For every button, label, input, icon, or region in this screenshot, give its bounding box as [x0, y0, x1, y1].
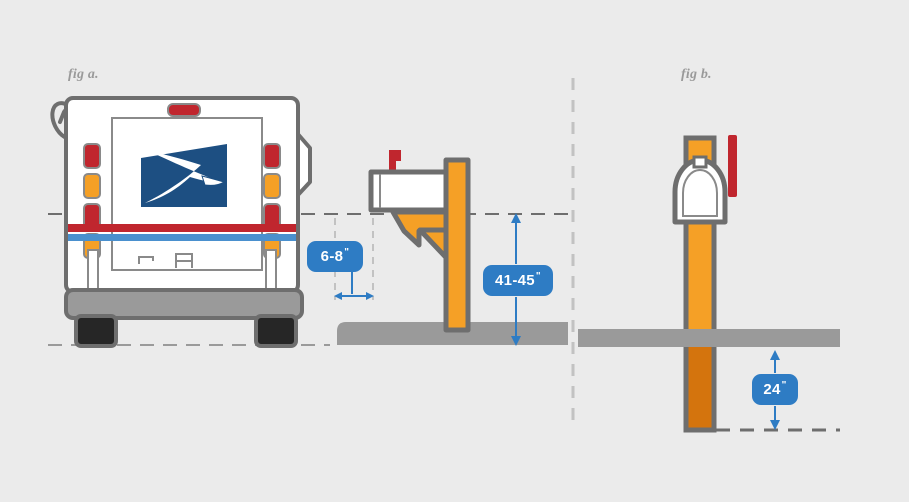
inch-mark: " — [781, 380, 787, 391]
arrowhead-down — [770, 420, 780, 430]
mailbox-door-fig-b — [682, 169, 718, 217]
curbside-mailbox-side-view — [337, 150, 568, 345]
usps-eagle-logo — [141, 144, 227, 207]
truck-stripe-blue — [68, 234, 296, 241]
roadway-slab-fig-b — [578, 329, 840, 347]
dimension-value: 41-45 — [495, 272, 535, 289]
arrowhead-left — [334, 292, 342, 300]
logo-eagle-head — [201, 175, 226, 186]
dimension-24-inches — [770, 350, 780, 430]
truck-stripe-red — [68, 224, 296, 232]
arrowhead-up — [511, 213, 521, 223]
truck-door-handle-left — [138, 256, 154, 264]
truck-roof-marker-light — [167, 103, 201, 117]
figure-label-b: fig b. — [681, 67, 712, 82]
mailbox-latch-knob-fig-b — [692, 155, 708, 169]
curbside-mailbox-front-view — [578, 135, 840, 433]
arrowhead-down — [511, 336, 521, 346]
truck-tire-left — [74, 314, 118, 348]
usps-delivery-truck — [50, 96, 312, 348]
dimension-6-8-inches — [334, 218, 374, 300]
logo-field — [141, 144, 227, 207]
tail-light-amber — [83, 173, 101, 199]
roadway-slab-fig-a — [337, 322, 568, 345]
tail-light-red — [83, 143, 101, 169]
truck-door-handle-right — [175, 253, 193, 268]
mailbox-post-fig-a — [443, 157, 471, 333]
dimension-badge-41-45-inches: 41-45" — [483, 265, 553, 296]
arrowhead-up — [770, 350, 780, 360]
dimension-41-45-inches — [511, 213, 521, 346]
dimension-value: 24 — [763, 381, 781, 398]
truck-left-reflector-slot — [87, 249, 99, 293]
dimension-value: 6-8 — [320, 248, 344, 265]
dimension-badge-24-inches: 24" — [752, 374, 798, 405]
truck-tire-right — [254, 314, 298, 348]
tail-light-red — [263, 143, 281, 169]
dimension-badge-6-8-inches: 6-8" — [307, 241, 363, 272]
inch-mark: " — [535, 271, 541, 282]
figure-label-a: fig a. — [68, 67, 99, 82]
truck-right-reflector-slot — [265, 249, 277, 293]
truck-bumper — [64, 288, 304, 320]
mailbox-post-buried-fig-b — [683, 331, 717, 433]
inch-mark: " — [344, 247, 350, 258]
tail-light-amber — [263, 173, 281, 199]
arrowhead-right — [366, 292, 374, 300]
mailbox-flag-fig-b — [728, 135, 737, 197]
